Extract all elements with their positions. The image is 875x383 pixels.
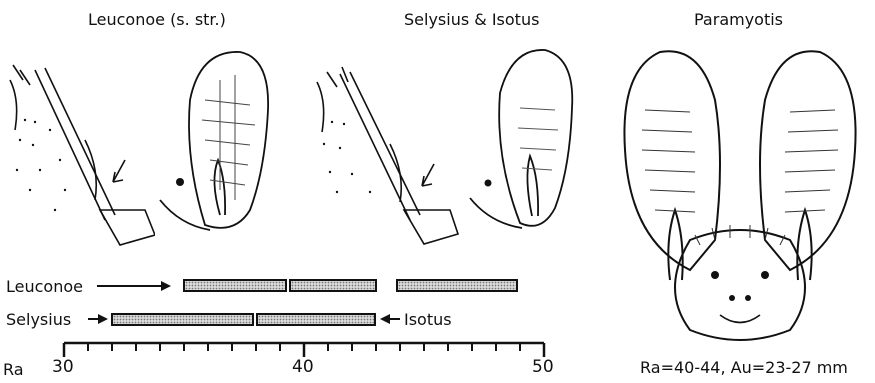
header-leuconoe: Leuconoe (s. str.): [88, 10, 226, 29]
selysius-ear-drawing-icon: [460, 38, 610, 238]
selysius-foot-drawing-icon: [312, 62, 462, 252]
leuconoe-foot-drawing-icon: [5, 60, 155, 250]
paramyotis-bat-head-drawing-icon: [620, 40, 860, 345]
tick-label-50: 50: [532, 357, 554, 377]
leuconoe-range-bar-2: [289, 279, 377, 292]
leuconoe-arrow-icon: [95, 278, 175, 294]
selysius-bar-label: Selysius: [6, 310, 71, 329]
tick-label-40: 40: [292, 357, 314, 377]
header-paramyotis: Paramyotis: [694, 10, 783, 29]
isotus-arrow-icon: [378, 311, 402, 327]
tick-label-30: 30: [52, 357, 74, 377]
selysius-range-bar-2: [256, 313, 376, 326]
header-selysius-isotus: Selysius & Isotus: [404, 10, 539, 29]
leuconoe-bar-label: Leuconoe: [6, 277, 83, 296]
selysius-arrow-icon: [86, 311, 110, 327]
ra-scale-title: Ra: [3, 360, 24, 379]
leuconoe-range-bar-3: [396, 279, 518, 292]
leuconoe-range-bar-1: [183, 279, 287, 292]
paramyotis-measurement: Ra=40-44, Au=23-27 mm: [640, 358, 848, 377]
selysius-range-bar-1: [111, 313, 254, 326]
leuconoe-ear-drawing-icon: [150, 40, 300, 240]
isotus-bar-label: Isotus: [404, 310, 452, 329]
